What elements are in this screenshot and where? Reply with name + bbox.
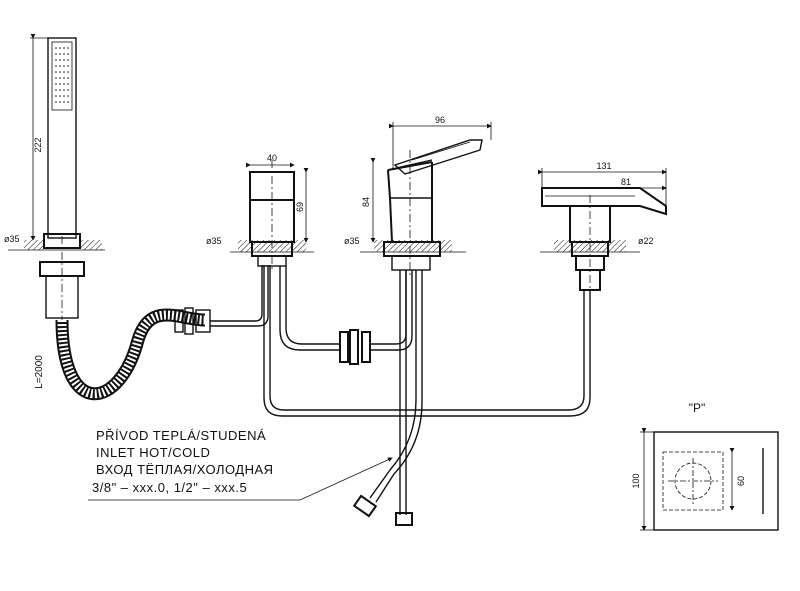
spout: 131 81 ø22 [538,161,667,295]
flex-hose [55,265,269,401]
inlet-note: PŘÍVOD TEPLÁ/STUDENÁ INLET HOT/COLD ВХОД… [88,428,393,501]
mixer-body: 96 84 ø35 [344,115,492,275]
detail-inner-dimension: 60 [736,476,746,486]
inlet-note-english: INLET HOT/COLD [96,445,210,460]
detail-p: "P" 100 60 [631,401,779,531]
inlet-note-czech: PŘÍVOD TEPLÁ/STUDENÁ [96,428,266,443]
diverter-valve: 40 69 ø35 [206,153,314,272]
handshower-diameter-dimension: ø35 [4,234,20,244]
handshower-height-dimension: 222 [33,137,43,152]
mixer-diameter-dimension: ø35 [344,236,360,246]
valve-diameter-dimension: ø35 [206,236,222,246]
valve-height-dimension: 69 [295,202,305,212]
detail-p-label: "P" [689,401,706,415]
inlet-note-russian: ВХОД ТЁПЛАЯ/ХОЛОДНАЯ [96,462,274,477]
hose-length-dimension: L=2000 [34,355,45,389]
mixer-width-dimension: 96 [435,115,445,125]
connection-pipes [263,265,591,526]
spout-reach-dimension: 81 [621,177,631,187]
inlet-note-sizes: 3/8" – xxx.0, 1/2" – xxx.5 [92,480,247,495]
detail-height-dimension: 100 [631,473,641,488]
spout-diameter-dimension: ø22 [638,236,654,246]
hand-shower: 222 ø35 L=2000 [4,34,105,389]
valve-width-dimension: 40 [267,153,277,163]
mixer-height-dimension: 84 [361,197,371,207]
spout-length-dimension: 131 [596,161,611,171]
